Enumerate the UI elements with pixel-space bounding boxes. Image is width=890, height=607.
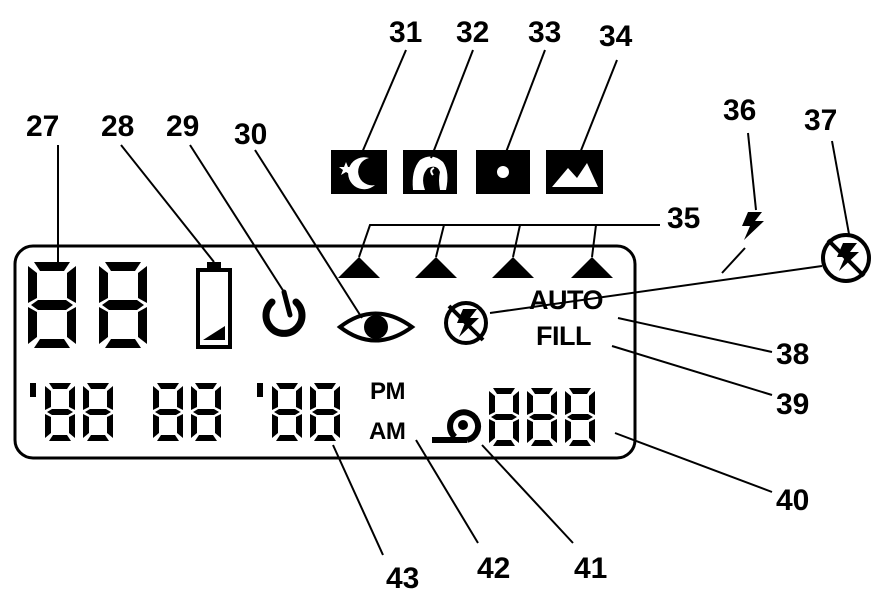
callout-34: 34 (599, 20, 633, 53)
callout-28: 28 (101, 110, 135, 143)
large-frame-counter-digits (28, 262, 147, 348)
mode-indicator-triangles (338, 257, 613, 278)
auto-label: AUTO (529, 285, 604, 315)
portrait-mode-icon (403, 150, 457, 194)
callout-37: 37 (804, 104, 838, 137)
pm-label: PM (370, 378, 406, 405)
callout-32: 32 (456, 16, 490, 49)
flash-off-icon (821, 233, 871, 283)
callout-leader-lines (57, 49, 850, 556)
fill-label: FILL (536, 321, 591, 351)
flash-bolt-icon (742, 212, 764, 240)
callout-38: 38 (776, 338, 810, 371)
am-label: AM (369, 418, 406, 445)
night-mode-icon (331, 150, 387, 194)
self-timer-icon (262, 289, 306, 337)
date-time-digits (30, 383, 340, 441)
callout-30: 30 (234, 118, 268, 151)
triangle-indicator (415, 257, 457, 278)
callout-39: 39 (776, 388, 810, 421)
flash-off-icon (444, 301, 488, 345)
callout-41: 41 (574, 552, 608, 585)
triangle-indicator (571, 257, 613, 278)
triangle-indicator (492, 257, 534, 278)
battery-icon (196, 262, 232, 349)
callout-43: 43 (386, 562, 420, 595)
film-spool-icon (432, 409, 482, 443)
landscape-mode-icon (546, 150, 603, 194)
eye-icon (336, 311, 416, 343)
callout-42: 42 (477, 552, 511, 585)
callout-35: 35 (667, 202, 701, 235)
callout-29: 29 (166, 110, 200, 143)
callout-33: 33 (528, 16, 562, 49)
triangle-indicator (338, 257, 380, 278)
callout-36: 36 (723, 94, 757, 127)
exposure-counter-digits (489, 388, 595, 446)
callout-27: 27 (26, 110, 60, 143)
callout-40: 40 (776, 484, 810, 517)
callout-31: 31 (389, 16, 423, 49)
spot-mode-icon (476, 150, 530, 194)
